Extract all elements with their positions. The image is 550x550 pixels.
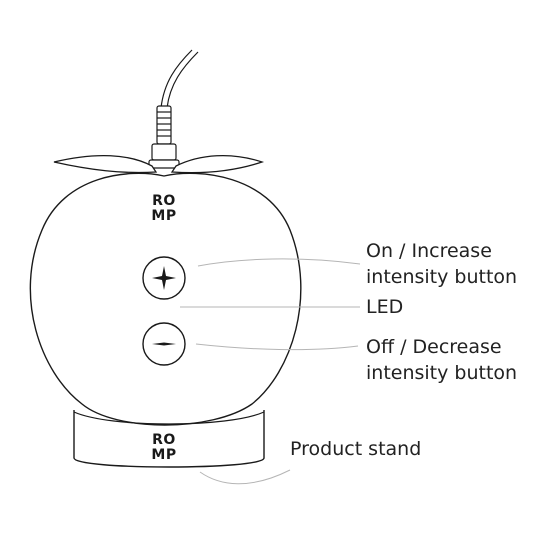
minus-icon bbox=[152, 342, 176, 346]
body-logo-line1: RO bbox=[152, 193, 176, 209]
minus-button[interactable] bbox=[142, 322, 186, 366]
label-product-stand-text: Product stand bbox=[290, 438, 422, 460]
label-on-increase: On / Increase intensity button bbox=[366, 238, 517, 290]
label-led: LED bbox=[366, 294, 403, 320]
stand-logo-line1: RO bbox=[152, 432, 176, 448]
connector-plug bbox=[148, 105, 180, 169]
left-leaf bbox=[53, 154, 158, 174]
plus-button[interactable] bbox=[142, 256, 186, 300]
label-on-increase-line1: On / Increase bbox=[366, 240, 492, 262]
leader-off-decrease bbox=[195, 343, 359, 351]
label-off-decrease: Off / Decrease intensity button bbox=[366, 334, 517, 386]
label-on-increase-line2: intensity button bbox=[366, 266, 518, 288]
power-cable-inner bbox=[166, 51, 199, 109]
label-off-decrease-line2: intensity button bbox=[366, 362, 518, 384]
label-off-decrease-line1: Off / Decrease bbox=[366, 336, 502, 358]
label-product-stand: Product stand bbox=[290, 436, 421, 462]
label-led-text: LED bbox=[366, 296, 404, 318]
plus-icon bbox=[152, 266, 176, 290]
body-logo-line2: MP bbox=[151, 208, 176, 224]
leader-on-increase bbox=[197, 258, 361, 267]
power-cable bbox=[160, 49, 193, 109]
stand-rim bbox=[73, 411, 265, 425]
leader-product-stand bbox=[199, 469, 291, 485]
stand-logo-line2: MP bbox=[151, 447, 176, 463]
product-stand bbox=[73, 410, 265, 468]
right-leaf bbox=[170, 154, 265, 174]
